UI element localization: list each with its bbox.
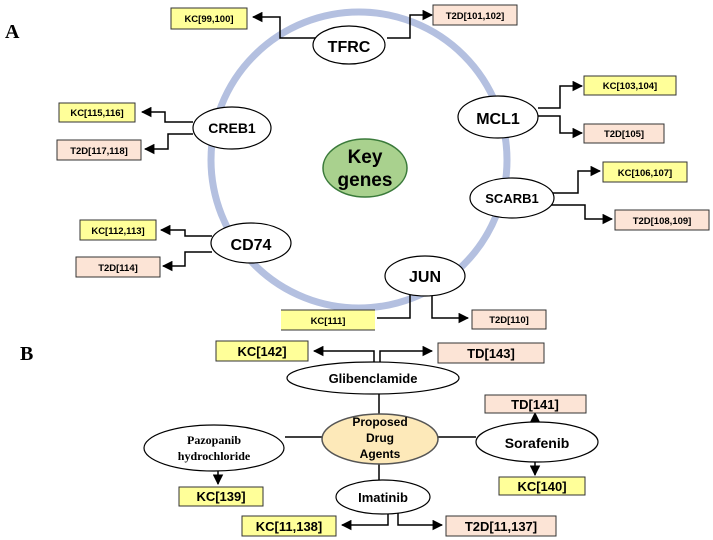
gene-mcl1-label: MCL1 <box>476 111 520 128</box>
ref-pazopanib-kc: KC[139] <box>196 489 245 504</box>
drug-sorafenib-label: Sorafenib <box>505 435 570 451</box>
ref-imatinib-kc: KC[11,138] <box>256 519 322 534</box>
ref-jun-kc: KC[111] <box>311 316 346 327</box>
ref-scarb1-kc: KC[106,107] <box>618 168 672 179</box>
ref-scarb1-t2d: T2D[108,109] <box>633 216 692 227</box>
gene-mcl1: MCL1 KC[103,104] T2D[105] <box>457 75 677 144</box>
gene-jun-label: JUN <box>409 269 441 286</box>
gene-creb1: CREB1 KC[115,116] T2D[117,118] <box>56 102 272 161</box>
key-genes-node: Key genes <box>322 138 408 198</box>
ref-sorafenib-td: TD[141] <box>511 397 559 412</box>
ref-sorafenib-kc: KC[140] <box>517 479 566 494</box>
panel-a-label: A <box>5 21 20 43</box>
gene-scarb1-label: SCARB1 <box>485 191 538 206</box>
ref-mcl1-kc: KC[103,104] <box>603 81 657 92</box>
drug-glibenclamide-label: Glibenclamide <box>329 371 418 386</box>
ref-tfrc-kc: KC[99,100] <box>184 14 233 25</box>
gene-jun: JUN KC[111] T2D[110] <box>281 255 547 331</box>
proposed-line1: Proposed <box>352 415 407 429</box>
panel-b-label: B <box>20 343 33 365</box>
ref-glibenclamide-td: TD[143] <box>467 346 515 361</box>
gene-tfrc-label: TFRC <box>328 39 371 56</box>
drug-pazopanib: Pazopanib hydrochloride KC[139] <box>143 424 285 507</box>
gene-tfrc: TFRC KC[99,100] T2D[101,102] <box>170 4 518 65</box>
ref-mcl1-t2d: T2D[105] <box>604 129 644 140</box>
drug-imatinib-label: Imatinib <box>358 490 408 505</box>
ref-imatinib-t2d: T2D[11,137] <box>465 519 537 534</box>
gene-creb1-label: CREB1 <box>208 120 256 136</box>
drug-glibenclamide: Glibenclamide KC[142] TD[143] <box>215 340 545 395</box>
ref-tfrc-t2d: T2D[101,102] <box>446 11 505 22</box>
ref-creb1-t2d: T2D[117,118] <box>70 146 128 157</box>
drug-imatinib: Imatinib KC[11,138] T2D[11,137] <box>241 479 557 537</box>
ref-cd74-t2d: T2D[114] <box>98 263 138 274</box>
proposed-drug-agents-node: Proposed Drug Agents <box>321 413 439 465</box>
ref-cd74-kc: KC[112,113] <box>91 226 144 237</box>
drug-sorafenib: Sorafenib TD[141] KC[140] <box>475 394 599 496</box>
ref-jun-t2d: T2D[110] <box>489 315 529 326</box>
key-genes-line2: genes <box>338 170 393 191</box>
gene-scarb1: SCARB1 KC[106,107] T2D[108,109] <box>469 161 710 231</box>
gene-cd74-label: CD74 <box>231 237 272 254</box>
key-genes-line1: Key <box>348 147 383 168</box>
gene-ring <box>207 8 511 312</box>
proposed-line3: Agents <box>360 447 401 461</box>
ref-glibenclamide-kc: KC[142] <box>237 344 286 359</box>
drug-pazopanib-label-line2: hydrochloride <box>178 449 251 463</box>
gene-cd74: CD74 KC[112,113] T2D[114] <box>75 219 292 278</box>
drug-pazopanib-label-line1: Pazopanib <box>187 433 241 447</box>
ref-creb1-kc: KC[115,116] <box>70 108 123 119</box>
proposed-line2: Drug <box>366 431 394 445</box>
